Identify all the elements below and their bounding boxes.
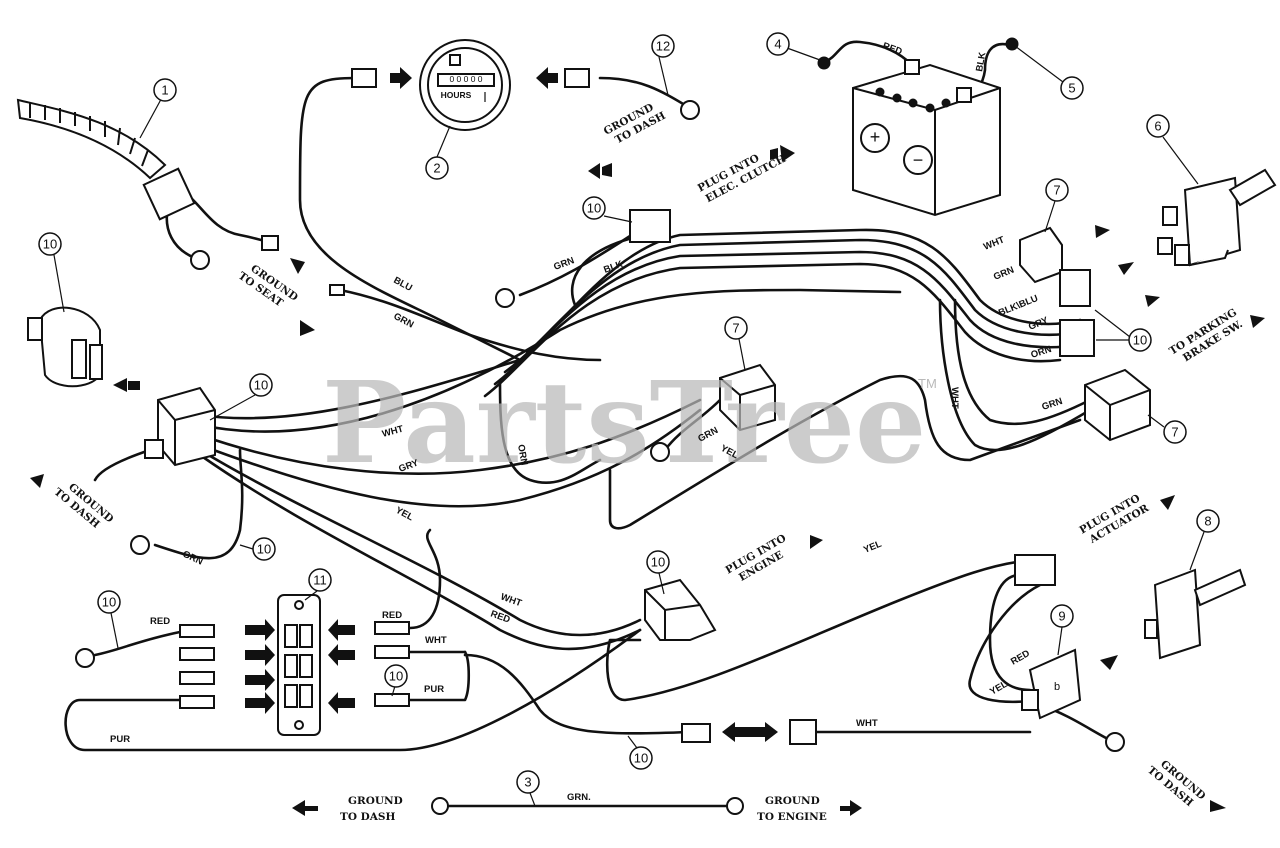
label-grn-4: GRN: [1041, 396, 1065, 413]
callout-10c: 10: [254, 378, 268, 393]
ground-to-dash-bottom-1: GROUND: [348, 795, 403, 807]
callout-7b: 7: [732, 321, 739, 336]
label-yel-2: YEL: [394, 505, 416, 523]
watermark-tm: TM: [918, 376, 937, 391]
svg-text:b: b: [1054, 681, 1060, 693]
ground-to-engine-2: TO ENGINE: [757, 811, 827, 823]
callout-9: 9: [1058, 609, 1065, 624]
callout-10a: 10: [587, 201, 601, 216]
engine-plug-connector: [644, 578, 717, 641]
label-yel-4: YEL: [988, 679, 1010, 698]
fuse-block: [277, 594, 321, 736]
label-wht-5: WHT: [425, 635, 447, 646]
hourmeter-plug-right: [564, 68, 590, 88]
label-wht-6: WHT: [856, 718, 878, 729]
ring-terminals: [75, 37, 1125, 815]
label-pur-2: PUR: [110, 734, 130, 745]
actuator-connector: [1014, 554, 1056, 586]
label-wht-1: WHT: [982, 234, 1006, 252]
fuse-holder-connectors-left: [179, 624, 215, 709]
label-red-4: RED: [1009, 648, 1032, 668]
hourmeter-plug-left: [351, 68, 377, 88]
connector-7-upper-right: [1019, 226, 1091, 307]
ground-to-dash-bottom-2: TO DASH: [340, 811, 395, 823]
callout-10f: 10: [102, 595, 116, 610]
label-red-battery: RED: [881, 40, 904, 57]
svg-text:+: +: [870, 127, 881, 147]
seat-switch-sensor: [16, 98, 196, 221]
callout-10g: 10: [389, 669, 403, 684]
label-grn-1: GRN: [392, 311, 416, 331]
hour-meter: 0 0 0 0 0 HOURS: [419, 39, 511, 131]
label-blu: BLU: [392, 275, 415, 294]
wire-harness: [64, 40, 1112, 808]
label-grn-dot: GRN.: [567, 792, 591, 803]
label-blk-blu: BLK\BLU: [997, 293, 1040, 319]
hour-meter-label: HOURS: [441, 90, 472, 100]
label-red-2: RED: [150, 616, 170, 627]
callout-13: 12: [656, 39, 670, 54]
watermark: PartsTree: [322, 358, 926, 489]
fuse-holder-connectors-right: [374, 621, 410, 707]
hour-meter-digits: 0 0 0 0 0: [449, 74, 482, 84]
label-yel-3: YEL: [862, 539, 883, 556]
ground-to-engine-1: GROUND: [765, 795, 820, 807]
callout-11: 10: [43, 237, 57, 252]
callout-6: 6: [1154, 119, 1161, 134]
connector-7-lower-right: [1084, 368, 1151, 442]
parking-brake-connector: [1059, 319, 1095, 357]
callout-10b: 10: [1133, 333, 1147, 348]
callout-10d: 10: [257, 542, 271, 557]
callout-5: 5: [1068, 81, 1075, 96]
actuator-switch: [1144, 568, 1247, 660]
callout-10e: 10: [651, 555, 665, 570]
parking-brake-switch: [1157, 168, 1277, 267]
battery: + −: [852, 59, 1001, 217]
elec-clutch-connector: [629, 209, 671, 243]
callout-4: 4: [774, 37, 781, 52]
callout-10h: 10: [634, 751, 648, 766]
label-wht-3: WHT: [381, 424, 405, 440]
callout-7a: 7: [1053, 183, 1060, 198]
svg-text:−: −: [913, 150, 924, 170]
label-gry-1: GRY: [1027, 315, 1050, 333]
label-red-3: RED: [382, 610, 402, 621]
solenoid: b: [1021, 648, 1082, 720]
callout-7c: 7: [1171, 425, 1178, 440]
callout-8: 8: [1204, 514, 1211, 529]
wht-connector-end: [789, 719, 817, 745]
callout-2: 2: [433, 161, 440, 176]
callout-1: 1: [161, 83, 168, 98]
direction-arrows: [30, 67, 1265, 816]
main-harness-connector: [144, 386, 216, 467]
label-orn-2: ORN: [515, 444, 530, 467]
label-wht-4: WHT: [499, 591, 523, 609]
callouts: 1 2 3 4 5 6 7 7 7 8 9 10 10 10 10 10: [38, 32, 1220, 807]
callout-3: 3: [524, 775, 531, 790]
connector-7-center: [719, 363, 776, 432]
label-blk-battery: BLK: [974, 51, 988, 72]
wht-connector-plug: [681, 723, 711, 743]
label-grn-6: GRN: [181, 549, 205, 568]
label-pur-1: PUR: [424, 684, 444, 695]
ignition-switch: [27, 306, 103, 388]
label-red-1: RED: [489, 608, 512, 625]
label-wht-2: WHT: [949, 387, 960, 409]
callout-12: 11: [313, 573, 327, 588]
label-grn-3: GRN: [992, 265, 1016, 283]
